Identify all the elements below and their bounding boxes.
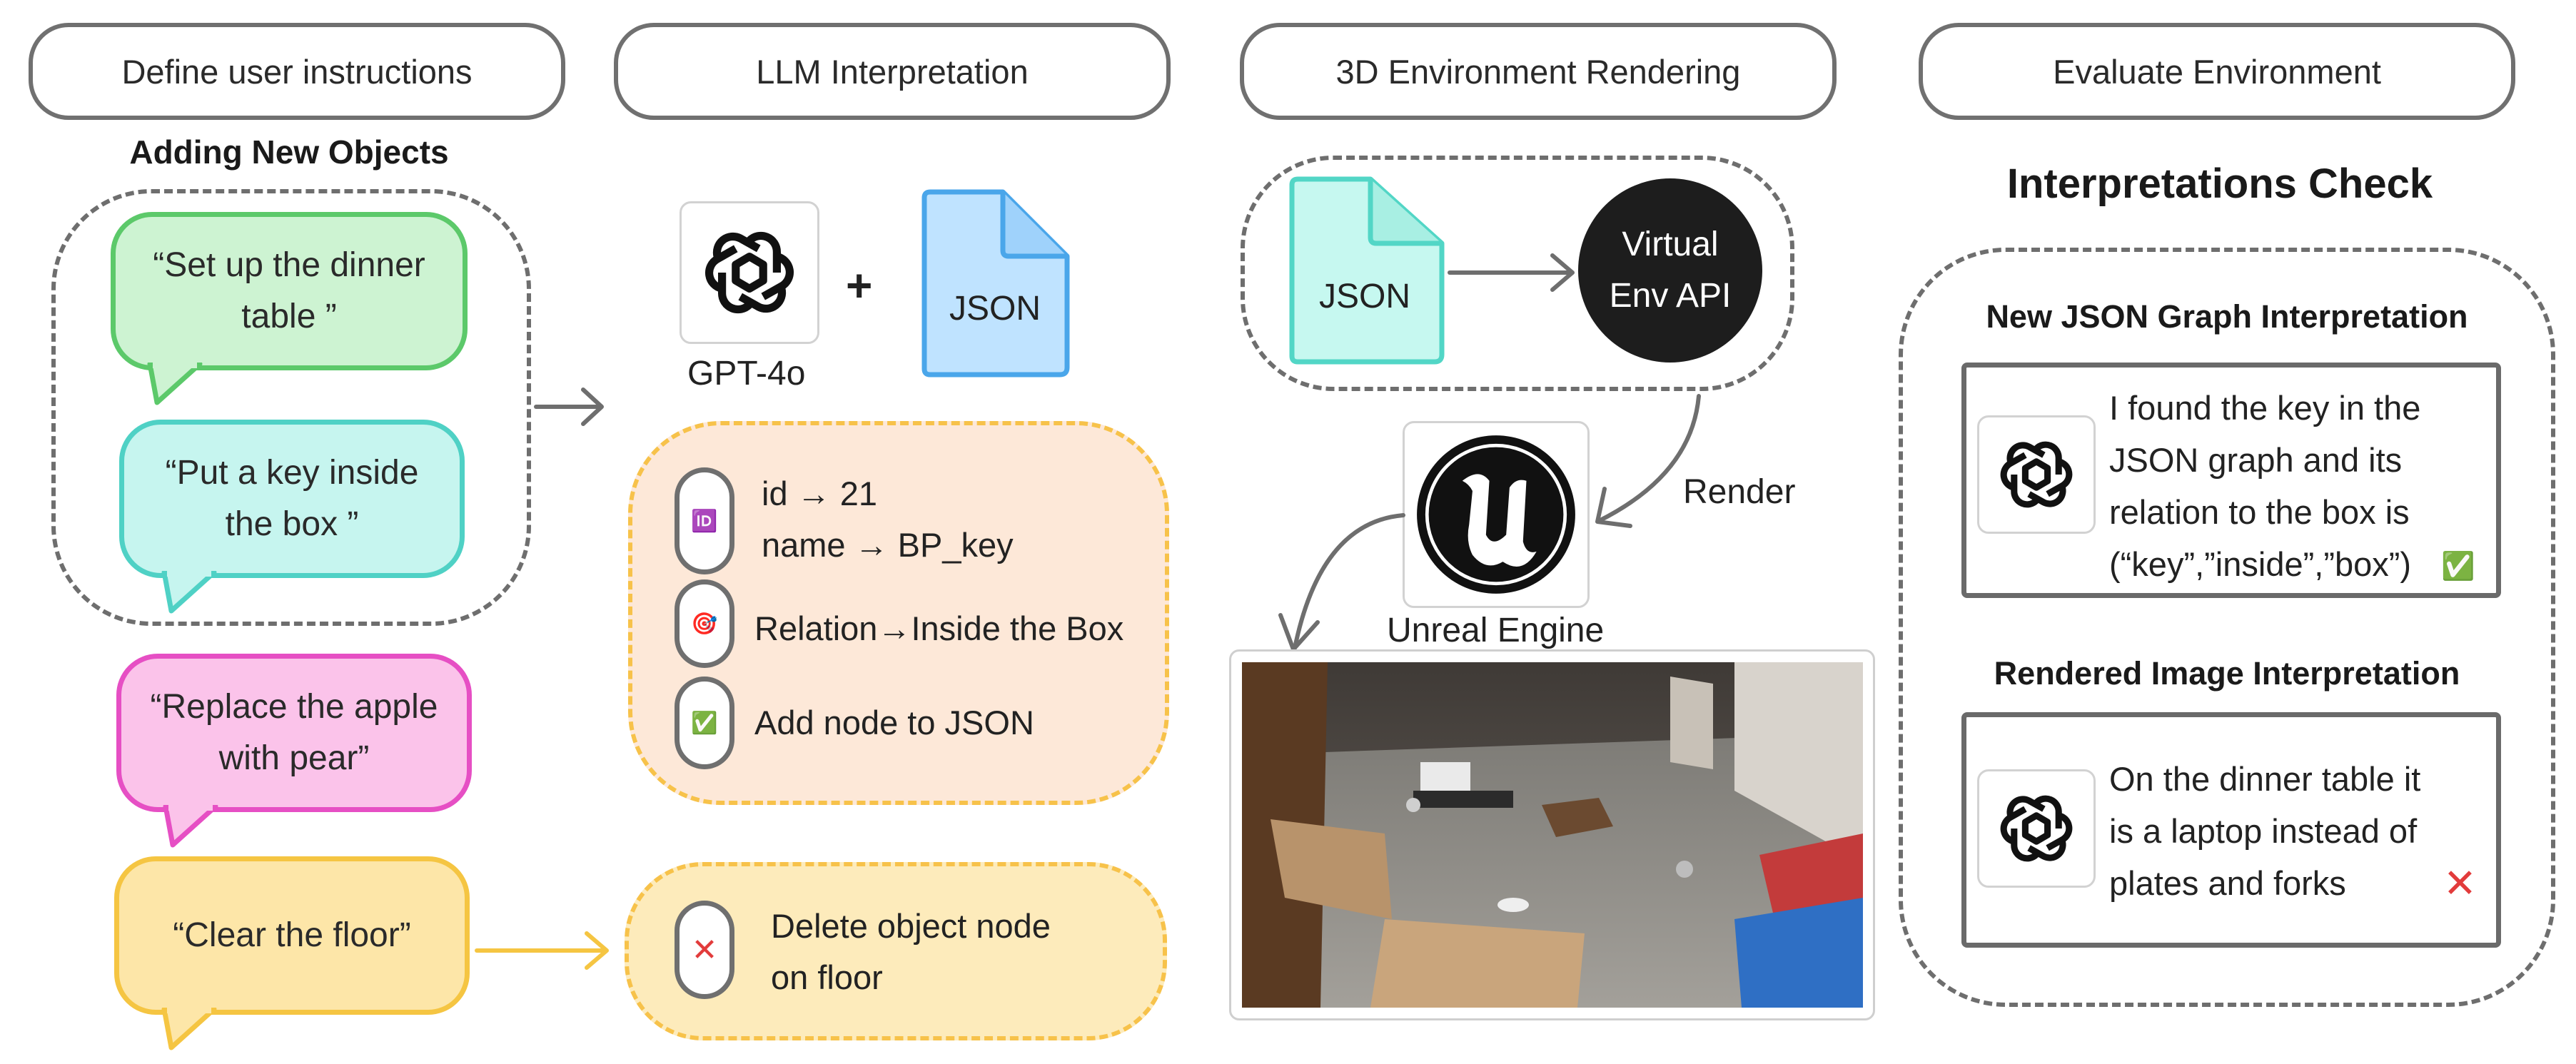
interpretation-text-line: is a laptop instead of [2109, 812, 2418, 850]
interpretation-text-line: (“key”,”inside”,”box”) [2109, 545, 2412, 583]
interpretation-text-line: relation to the box is [2109, 493, 2410, 531]
step-text: Delete object node [771, 907, 1051, 945]
json-to-api-group [1241, 156, 1794, 391]
json-file-label: JSON [1319, 278, 1411, 315]
header-3d-environment-rendering: 3D Environment Rendering [1240, 23, 1837, 120]
bubble-text-line: the box ” [225, 505, 359, 543]
instruction-bubble-clear-floor: “Clear the floor” [114, 856, 470, 1015]
interpretations-check-title: Interpretations Check [2006, 161, 2433, 207]
rendered-room-image [1242, 662, 1863, 1008]
plus-sign: + [846, 260, 873, 311]
header-llm-interpretation: LLM Interpretation [614, 23, 1171, 120]
json-graph-interpretation-title: New JSON Graph Interpretation [1986, 298, 2468, 335]
openai-knot-icon [2000, 441, 2073, 508]
openai-logo-icon [680, 201, 819, 344]
bubble-text-line: “Put a key inside [165, 454, 419, 492]
unreal-u-icon [1417, 435, 1575, 594]
bubble-tail [147, 363, 203, 405]
target-icon: 🎯 [691, 612, 718, 636]
unreal-engine-label: Unreal Engine [1387, 612, 1605, 649]
arrow-right-icon [475, 931, 609, 970]
json-file-label: JSON [949, 290, 1041, 328]
instruction-bubble-key-box: “Put a key inside the box ” [119, 420, 465, 578]
red-cross-icon: ✕ [2443, 861, 2477, 906]
render-label: Render [1683, 473, 1796, 511]
api-label-line: Env API [1609, 277, 1732, 315]
interpretations-group [1899, 248, 2555, 1007]
adding-new-objects-title: Adding New Objects [129, 133, 449, 171]
instruction-bubble-dinner-table: “Set up the dinner table ” [111, 212, 468, 370]
step-pill: 🎯 [675, 579, 734, 668]
bubble-text-line: with pear” [218, 739, 370, 777]
step-text: on floor [771, 958, 883, 996]
step-pill: 🆔 [675, 467, 734, 574]
bubble-text-line: “Set up the dinner [153, 246, 425, 284]
bubble-text-line: table ” [241, 298, 337, 335]
step-pill: ✅ [675, 677, 734, 769]
interpretation-text-line: JSON graph and its [2109, 441, 2403, 479]
arrow-right-icon [1448, 253, 1575, 292]
check-mark-icon: ✅ [691, 711, 718, 735]
unreal-engine-logo-icon [1403, 421, 1590, 608]
api-label-line: Virtual [1622, 226, 1719, 263]
interpretation-text-line: plates and forks [2109, 864, 2346, 902]
arrow-right-icon [534, 387, 604, 426]
bubble-tail [161, 571, 217, 614]
instruction-bubble-replace-apple: “Replace the apple with pear” [116, 654, 472, 812]
bubble-tail [163, 805, 218, 848]
openai-knot-icon [705, 231, 794, 314]
green-check-icon: ✅ [2441, 552, 2475, 582]
curved-arrow-icon [1595, 394, 1701, 528]
cross-icon: ✕ [691, 932, 718, 968]
gpt-4o-label: GPT-4o [687, 355, 806, 392]
header-define-user-instructions: Define user instructions [29, 23, 565, 120]
bubble-tail [161, 1008, 217, 1050]
id-icon: 🆔 [691, 509, 718, 533]
bubble-text-line: “Clear the floor” [173, 916, 411, 954]
header-label: Evaluate Environment [2053, 52, 2381, 91]
curved-arrow-icon [1278, 513, 1405, 652]
header-label: Define user instructions [121, 52, 473, 91]
json-file-icon [921, 189, 1070, 378]
openai-logo-icon [1977, 415, 2096, 534]
openai-knot-icon [2000, 795, 2073, 862]
bubble-text-line: “Replace the apple [150, 688, 438, 726]
step-pill: ✕ [675, 901, 734, 999]
header-label: LLM Interpretation [756, 52, 1029, 91]
json-file-icon [1289, 176, 1445, 365]
step-text: id → 21 [762, 475, 877, 512]
step-text: name → BP_key [762, 526, 1014, 564]
header-label: 3D Environment Rendering [1335, 52, 1741, 91]
step-text: Add node to JSON [754, 704, 1034, 741]
openai-logo-icon [1977, 769, 2096, 888]
rendered-image-interpretation-title: Rendered Image Interpretation [1994, 655, 2460, 691]
interpretation-text-line: I found the key in the [2109, 389, 2421, 427]
step-text: Relation→Inside the Box [754, 609, 1124, 647]
header-evaluate-environment: Evaluate Environment [1919, 23, 2515, 120]
interpretation-text-line: On the dinner table it [2109, 760, 2421, 798]
adding-objects-group [51, 189, 531, 626]
